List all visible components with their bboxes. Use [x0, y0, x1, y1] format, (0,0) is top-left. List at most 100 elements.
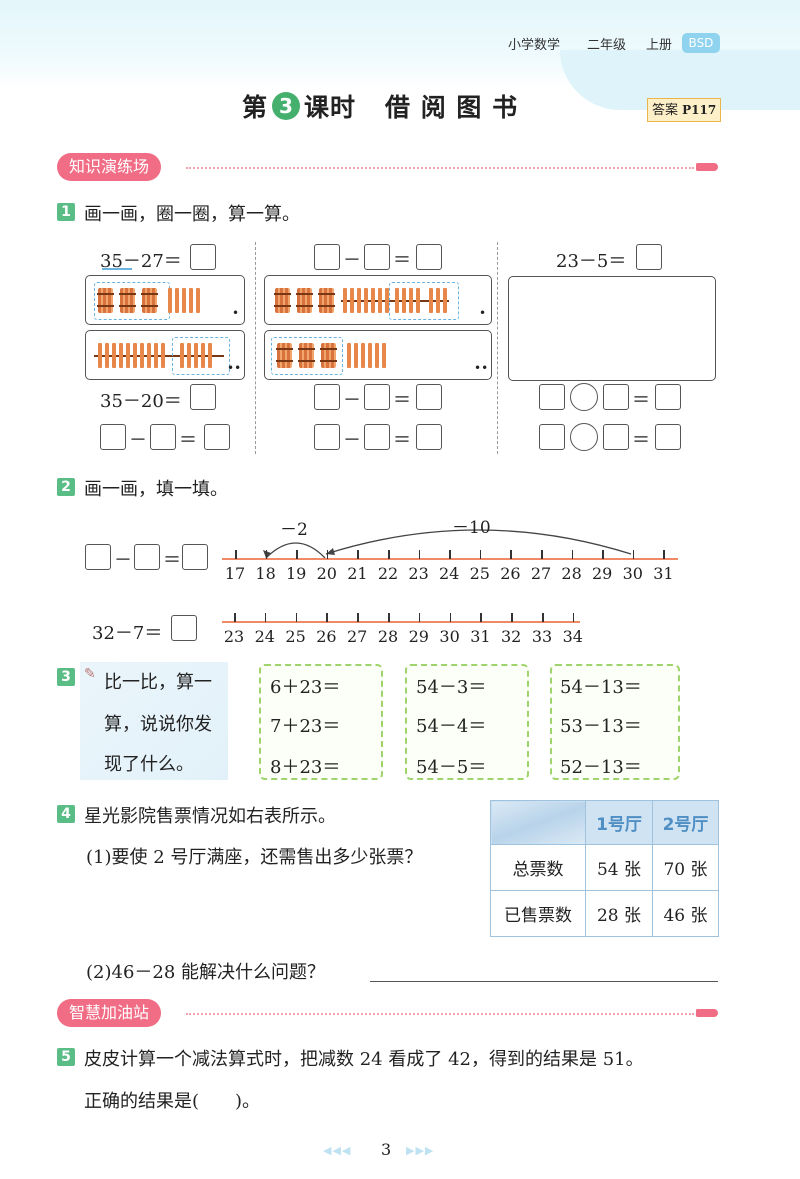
number-line-label: 33 [531, 627, 553, 646]
ten-bundle-icon [274, 288, 291, 313]
ten-bundle-icon [298, 343, 315, 368]
operator-circle[interactable] [570, 383, 598, 411]
answer-box[interactable] [190, 244, 216, 270]
exercise-item: 53－13＝ [560, 716, 642, 737]
answer-line[interactable] [370, 981, 718, 982]
number-line-label: 30 [439, 627, 460, 646]
answer-box[interactable] [182, 544, 208, 570]
number-line-tick [572, 613, 575, 622]
number-line-tick [295, 613, 298, 622]
answer-box[interactable] [636, 244, 662, 270]
answer-box[interactable] [539, 384, 565, 410]
minus-sign: － [129, 430, 147, 451]
equals-sign: ＝ [393, 250, 411, 271]
answer-page: P117 [682, 103, 717, 117]
number-line-label: 24 [254, 627, 275, 646]
minus-sign: － [343, 250, 361, 271]
ten-bundle-icon [119, 288, 136, 313]
page-number: 3 [381, 1140, 392, 1159]
table-row: 已售票数 28 张 46 张 [490, 890, 719, 937]
number-line-tick [542, 613, 544, 622]
ten-bundle-icon [97, 288, 114, 313]
exercise-group-1 [259, 664, 383, 780]
circled-group [172, 337, 230, 375]
question-1-badge: 1 [57, 203, 75, 221]
stick-icon [126, 343, 130, 368]
stick-band [94, 355, 224, 357]
exercise-item: 52－13＝ [560, 757, 642, 778]
cell-value: 46 张 [652, 890, 719, 937]
section-practice: 知识演练场 [57, 153, 162, 181]
table-header-hall-1: 1号厅 [585, 800, 653, 845]
answer-box[interactable] [314, 384, 340, 410]
circled-group [389, 282, 459, 320]
question-2-badge: 2 [57, 478, 75, 496]
title-name: 借 阅 图 书 [385, 93, 519, 122]
ten-bundle-icon [320, 343, 337, 368]
circled-group [271, 337, 343, 375]
exercise-item: 54－13＝ [560, 677, 642, 698]
drawing-area[interactable] [508, 276, 716, 381]
stick-icon [347, 343, 351, 368]
number-line-label: 31 [470, 627, 491, 646]
arc-label-large: －10 [452, 518, 491, 538]
question-4-badge: 4 [57, 805, 75, 823]
stick-icon [182, 288, 186, 313]
stick-icon [402, 288, 406, 313]
answer-box[interactable] [134, 544, 160, 570]
number-line-label: 21 [347, 564, 368, 583]
answer-box[interactable] [364, 244, 390, 270]
edition-badge: BSD [682, 33, 720, 53]
number-line-tick [571, 550, 574, 559]
answer-box[interactable] [655, 424, 681, 450]
stick-icon [168, 288, 172, 313]
stick-icon [133, 343, 137, 368]
number-line-tick [326, 550, 329, 559]
answer-box[interactable] [416, 244, 442, 270]
answer-box[interactable] [603, 384, 629, 410]
table-corner-filmstrip [490, 800, 586, 845]
equals-sign: ＝ [632, 390, 650, 411]
answer-box[interactable] [204, 424, 230, 450]
number-line-label: 30 [622, 564, 643, 583]
answer-box[interactable] [655, 384, 681, 410]
number-line-label: 22 [377, 564, 399, 583]
cell-value: 70 张 [652, 844, 719, 891]
number-line-label: 31 [653, 564, 674, 583]
equals-sign: ＝ [163, 550, 181, 571]
dot-marker: • [479, 306, 487, 320]
question-4-part-1: (1)要使 2 号厅满座，还需售出多少张票？ [86, 847, 423, 868]
answer-box[interactable] [314, 424, 340, 450]
number-line-label: 29 [592, 564, 613, 583]
answer-box[interactable] [364, 424, 390, 450]
bundle-panel: • [264, 275, 492, 325]
number-line-label: 19 [286, 564, 307, 583]
answer-box[interactable] [171, 615, 197, 641]
answer-box[interactable] [150, 424, 176, 450]
answer-box[interactable] [190, 384, 216, 410]
ten-bundle-icon [276, 343, 293, 368]
answer-box[interactable] [539, 424, 565, 450]
expression-23-5: 23－5＝ [556, 251, 627, 272]
answer-box[interactable] [416, 384, 442, 410]
operator-circle[interactable] [570, 423, 598, 451]
number-line-tick [388, 550, 390, 559]
number-line-label: 29 [408, 627, 429, 646]
equals-sign: ＝ [179, 430, 197, 451]
section-divider [186, 167, 694, 169]
number-line-2 [222, 621, 580, 623]
minus-sign: － [343, 390, 361, 411]
number-line-tick [511, 613, 513, 622]
question-5-line-2: 正确的结果是( )。 [84, 1091, 261, 1112]
bundle-panel: •• [264, 330, 492, 380]
answer-box[interactable] [364, 384, 390, 410]
answer-box[interactable] [100, 424, 126, 450]
answer-box[interactable] [603, 424, 629, 450]
answer-box[interactable] [416, 424, 442, 450]
answer-reference[interactable]: 答案 P117 [647, 98, 722, 122]
answer-box[interactable] [85, 544, 111, 570]
exercise-item: 54－4＝ [416, 716, 487, 737]
number-line-tick [418, 613, 421, 622]
answer-box[interactable] [314, 244, 340, 270]
stick-icon [385, 288, 389, 313]
